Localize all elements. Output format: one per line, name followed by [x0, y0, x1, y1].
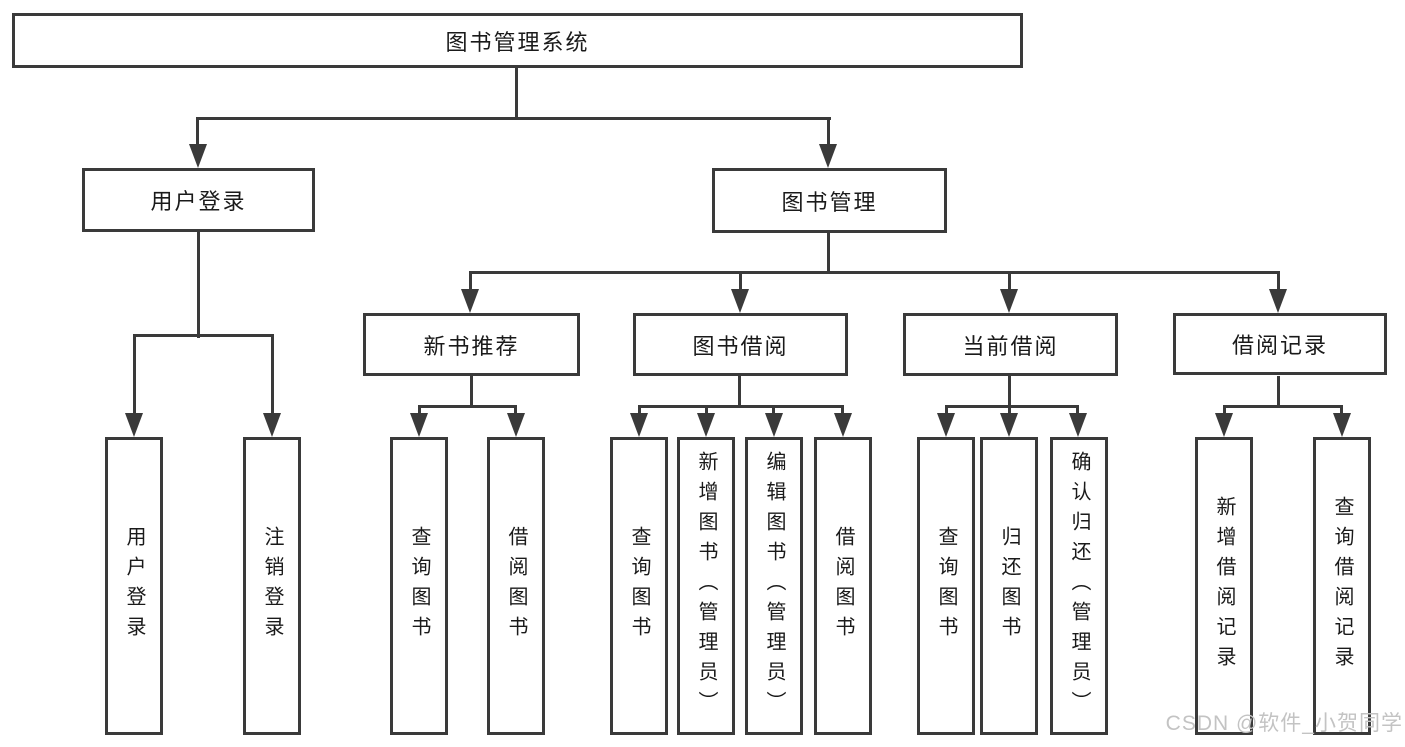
connector-line — [705, 405, 708, 416]
connector-line — [1008, 271, 1011, 291]
connector-line — [469, 271, 1280, 274]
connector-line — [738, 376, 741, 408]
leaf-recommend-query-books: 查询图书 — [390, 437, 448, 735]
node-new-book-recommend-label: 新书推荐 — [423, 333, 520, 359]
arrow-down-icon — [1269, 289, 1287, 313]
arrow-down-icon — [263, 413, 281, 437]
connector-line — [638, 405, 844, 408]
connector-line — [1008, 376, 1011, 408]
leaf-borrow-query-books-label: 查询图书 — [628, 526, 650, 646]
node-book-borrow: 图书借阅 — [633, 313, 848, 376]
leaf-current-query-books-label: 查询图书 — [935, 526, 957, 646]
leaf-current-confirm-return-admin-label: 确认归还（管理员） — [1068, 451, 1090, 721]
node-book-management: 图书管理 — [712, 168, 947, 233]
connector-line — [515, 68, 518, 120]
leaf-borrow-edit-books-admin: 编辑图书（管理员） — [745, 437, 803, 735]
leaf-recommend-borrow-books-label: 借阅图书 — [505, 526, 527, 646]
arrow-down-icon — [731, 289, 749, 313]
leaf-records-add-record-label: 新增借阅记录 — [1213, 496, 1235, 676]
leaf-logout: 注销登录 — [243, 437, 301, 735]
node-book-management-label: 图书管理 — [781, 189, 878, 215]
arrow-down-icon — [1000, 413, 1018, 437]
leaf-borrow-borrow-books: 借阅图书 — [814, 437, 872, 735]
connector-line — [1223, 405, 1226, 416]
leaf-records-add-record: 新增借阅记录 — [1195, 437, 1253, 735]
connector-line — [196, 117, 199, 147]
arrow-down-icon — [507, 413, 525, 437]
root-node-label: 图书管理系统 — [445, 29, 590, 55]
leaf-borrow-borrow-books-label: 借阅图书 — [832, 526, 854, 646]
arrow-down-icon — [189, 144, 207, 168]
leaf-user-login-label: 用户登录 — [123, 526, 145, 646]
connector-line — [638, 405, 641, 416]
leaf-logout-label: 注销登录 — [261, 526, 283, 646]
leaf-current-return-books: 归还图书 — [980, 437, 1038, 735]
node-new-book-recommend: 新书推荐 — [363, 313, 580, 376]
leaf-recommend-query-books-label: 查询图书 — [408, 526, 430, 646]
node-user-login-label: 用户登录 — [150, 189, 247, 214]
leaf-current-confirm-return-admin: 确认归还（管理员） — [1050, 437, 1108, 735]
connector-line — [133, 334, 274, 337]
leaf-current-query-books: 查询图书 — [917, 437, 975, 735]
connector-line — [827, 117, 830, 147]
connector-line — [1223, 405, 1343, 408]
arrow-down-icon — [765, 413, 783, 437]
connector-line — [470, 376, 473, 408]
arrow-down-icon — [1333, 413, 1351, 437]
connector-line — [197, 232, 200, 338]
arrow-down-icon — [461, 289, 479, 313]
connector-line — [827, 233, 830, 274]
connector-line — [945, 405, 1079, 408]
node-current-borrow-label: 当前借阅 — [962, 333, 1059, 359]
connector-line — [945, 405, 948, 416]
connector-line — [1008, 405, 1011, 416]
node-book-borrow-label: 图书借阅 — [692, 333, 789, 359]
connector-line — [418, 405, 517, 408]
connector-line — [1076, 405, 1079, 416]
arrow-down-icon — [1069, 413, 1087, 437]
leaf-user-login: 用户登录 — [105, 437, 163, 735]
connector-line — [418, 405, 421, 416]
arrow-down-icon — [410, 413, 428, 437]
root-node: 图书管理系统 — [12, 13, 1023, 68]
leaf-recommend-borrow-books: 借阅图书 — [487, 437, 545, 735]
connector-line — [271, 334, 274, 415]
connector-line — [739, 271, 742, 291]
leaf-borrow-edit-books-admin-label: 编辑图书（管理员） — [763, 451, 785, 721]
node-borrow-records: 借阅记录 — [1173, 313, 1387, 375]
leaf-borrow-query-books: 查询图书 — [610, 437, 668, 735]
connector-line — [133, 334, 136, 415]
connector-line — [841, 405, 844, 416]
arrow-down-icon — [819, 144, 837, 168]
connector-line — [514, 405, 517, 416]
leaf-records-query-record-label: 查询借阅记录 — [1331, 496, 1353, 676]
connector-line — [772, 405, 775, 416]
leaf-current-return-books-label: 归还图书 — [998, 526, 1020, 646]
connector-line — [197, 117, 831, 120]
arrow-down-icon — [1215, 413, 1233, 437]
arrow-down-icon — [1000, 289, 1018, 313]
arrow-down-icon — [125, 413, 143, 437]
connector-line — [469, 271, 472, 291]
connector-line — [1340, 405, 1343, 416]
arrow-down-icon — [697, 413, 715, 437]
leaf-borrow-add-books-admin-label: 新增图书（管理员） — [695, 451, 717, 721]
arrow-down-icon — [937, 413, 955, 437]
connector-line — [1277, 271, 1280, 291]
connector-line — [1277, 376, 1280, 408]
watermark: CSDN @软件_小贺同学 — [1165, 712, 1403, 735]
node-borrow-records-label: 借阅记录 — [1231, 333, 1328, 358]
leaf-borrow-add-books-admin: 新增图书（管理员） — [677, 437, 735, 735]
arrow-down-icon — [630, 413, 648, 437]
node-user-login: 用户登录 — [82, 168, 315, 232]
node-current-borrow: 当前借阅 — [903, 313, 1118, 376]
leaf-records-query-record: 查询借阅记录 — [1313, 437, 1371, 735]
arrow-down-icon — [834, 413, 852, 437]
